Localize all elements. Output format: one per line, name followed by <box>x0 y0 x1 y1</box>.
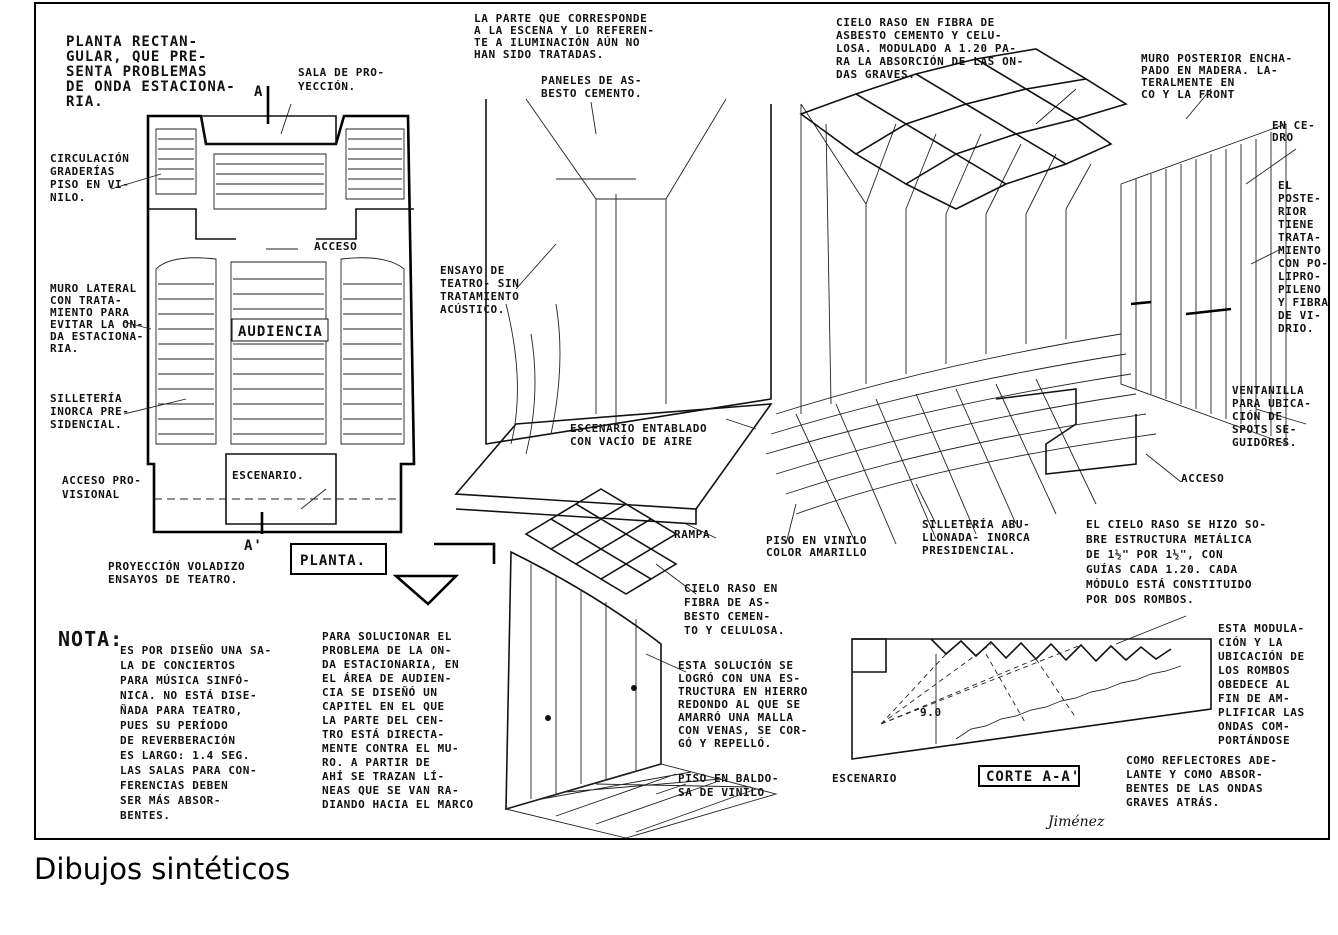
plan-projection-room <box>200 115 337 145</box>
perspective-stage-frame <box>525 98 727 424</box>
projection-room-label: SALA DE PRO- YECCIÓN. <box>298 66 392 93</box>
perspective-windows <box>1130 300 1232 316</box>
drawing-frame: PLANTA RECTAN- GULAR, QUE PRE- SENTA PRO… <box>34 2 1330 840</box>
section-mark-bottom: A' <box>244 538 263 554</box>
perspective-columns <box>800 103 1092 414</box>
rear-treatment-label: EL POSTE- RIOR TIENE TRATA- MIENTO CON P… <box>1278 179 1328 335</box>
section-stage-label: ESCENARIO <box>832 772 897 785</box>
plan-mid-walls <box>148 208 414 240</box>
detail-wall-section <box>505 550 662 811</box>
structure-note: EL CIELO RASO SE HIZO SO- BRE ESTRUCTURA… <box>1086 518 1274 606</box>
section-mark-top: A <box>254 84 263 100</box>
perspective-rear-wall <box>1120 123 1287 445</box>
section-arrow-icon <box>392 542 496 606</box>
architectural-sketch: PLANTA RECTAN- GULAR, QUE PRE- SENTA PRO… <box>50 12 1328 838</box>
panels-label: PANELES DE AS- BESTO CEMENTO. <box>541 74 649 100</box>
section-drawing <box>851 638 1212 760</box>
side-wall-label: MURO LATERAL CON TRATA- MIENTO PARA EVIT… <box>50 282 151 355</box>
stage-part-note: LA PARTE QUE CORRESPONDE A LA ESCENA Y L… <box>474 12 662 61</box>
ceiling-detail <box>504 488 778 838</box>
figure-caption: Dibujos sintéticos <box>34 852 291 886</box>
note-text-2: PARA SOLUCIONAR EL PROBLEMA DE LA ON- DA… <box>322 630 474 811</box>
ceiling-note: CIELO RASO EN FIBRA DE ASBESTO CEMENTO Y… <box>836 16 1031 81</box>
section-sound-rays <box>880 643 1082 725</box>
plan-stage-label: ESCENARIO. <box>232 469 304 482</box>
detail-floor-grid <box>504 763 778 838</box>
detail-ceiling-label: CIELO RASO EN FIBRA DE AS- BESTO CEMEN- … <box>684 582 785 637</box>
audience-label: AUDIENCIA <box>238 324 323 340</box>
section-outline <box>851 638 1212 760</box>
rear-wall-label: MURO POSTERIOR ENCHA- PADO EN MADERA. LA… <box>1141 52 1300 101</box>
section-stage-box <box>852 638 887 673</box>
stage-floor-label: ESCENARIO ENTABLADO CON VACÍO DE AIRE <box>570 422 714 448</box>
plan-access-label: ACCESO <box>314 240 357 253</box>
section-height-label: 9.0 <box>920 706 942 719</box>
floor-plan <box>146 86 416 534</box>
leader-lines <box>110 88 1307 795</box>
perspective-audience-floor <box>765 333 1157 545</box>
ramp-label: RAMPA <box>674 528 710 541</box>
perspective-ceiling-diamonds <box>799 48 1128 210</box>
vinyl-floor-label: PISO EN VINILO COLOR AMARILLO <box>766 534 874 559</box>
tile-floor-label: PISO EN BALDO- SA DE VINILO <box>678 772 786 799</box>
provisional-access-label: ACCESO PRO- VISIONAL <box>62 474 149 501</box>
section-seat-steps <box>955 665 1182 740</box>
circulation-label: CIRCULACIÓN GRADERÍAS PISO EN VI- NILO. <box>50 152 137 204</box>
cedar-label: EN CE- DRO <box>1272 119 1323 144</box>
window-label: VENTANILLA PARA UBICA- CIÓN DE SPOTS SE-… <box>1232 384 1319 449</box>
plan-upper-seating <box>155 128 405 210</box>
theatre-rehearsal-label: ENSAYO DE TEATRO- SIN TRATAMIENTO ACÚSTI… <box>440 264 527 316</box>
section-title: CORTE A-A' <box>986 769 1080 785</box>
signature: Jiménez <box>1045 814 1105 830</box>
note-text-1: ES POR DISEÑO UNA SA- LA DE CONCIERTOS P… <box>120 644 279 822</box>
perspective-stage-platform <box>454 403 773 525</box>
detail-wall-lines <box>530 564 637 799</box>
section-ceiling-sawtooth <box>930 638 1172 663</box>
perspective-balcony-box <box>995 388 1137 475</box>
detail-diamond-cluster <box>524 488 678 595</box>
cantilever-label: PROYECCIÓN VOLADIZO ENSAYOS DE TEATRO. <box>108 560 252 586</box>
plan-lower-seating <box>155 257 405 445</box>
reflectors-label: COMO REFLECTORES ADE- LANTE Y COMO ABSOR… <box>1126 754 1285 809</box>
perspective-access-label: ACCESO <box>1181 472 1224 485</box>
perspective-seats-label: SILLETERÍA ABU- LLONADA- INORCA PRESIDEN… <box>922 518 1038 557</box>
perspective-left-wall <box>485 99 772 445</box>
plan-stage <box>225 453 337 525</box>
detail-solution-label: ESTA SOLUCIÓN SE LOGRÓ CON UNA ES- TRUCT… <box>678 659 815 750</box>
note-label: NOTA: <box>58 627 123 651</box>
perspective-curtain <box>505 303 561 455</box>
section-cut-marker <box>260 86 270 534</box>
interior-perspective <box>454 48 1287 545</box>
plan-title: PLANTA. <box>300 553 366 569</box>
seating-label: SILLETERÍA INORCA PRE- SIDENCIAL. <box>50 392 137 431</box>
modulation-label: ESTA MODULA- CIÓN Y LA UBICACIÓN DE LOS … <box>1218 622 1312 747</box>
plan-shape-note: PLANTA RECTAN- GULAR, QUE PRE- SENTA PRO… <box>66 34 245 110</box>
